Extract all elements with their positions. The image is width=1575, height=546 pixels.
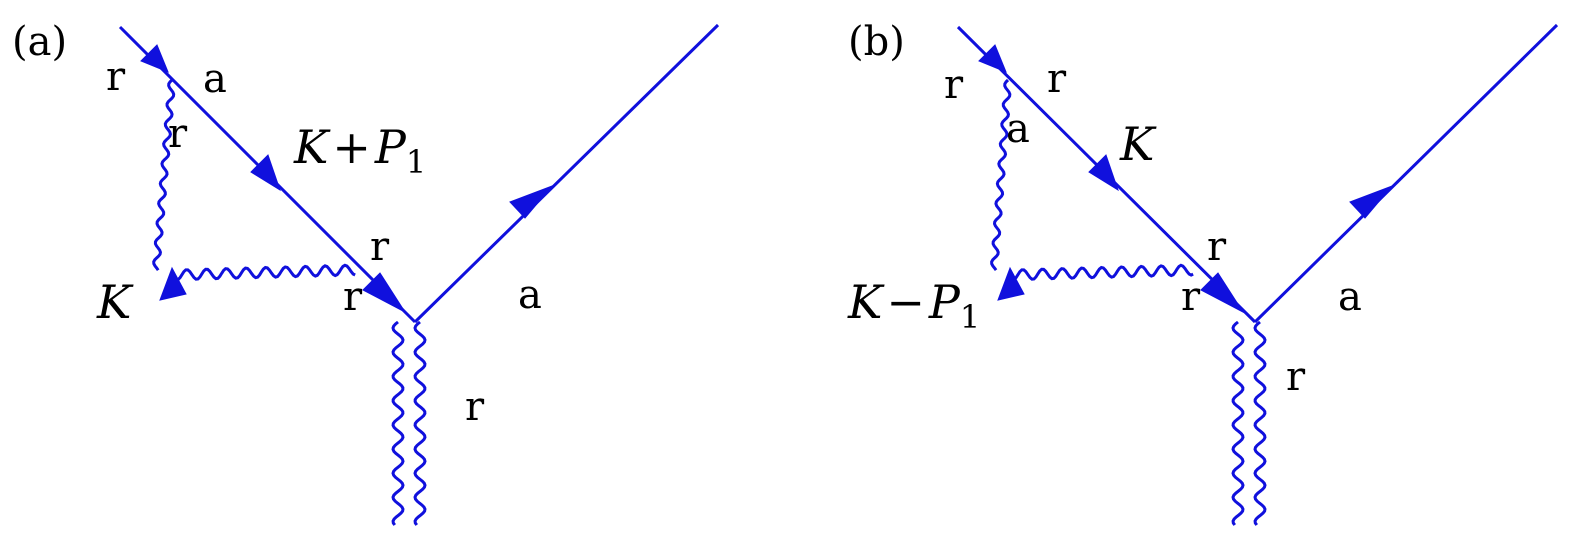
panel-b-momentum-line: K xyxy=(1119,117,1157,171)
panel-b-photon-horizontal xyxy=(1006,263,1194,282)
panel-b: (b) r r a K r r K−P1 a r xyxy=(847,19,1559,526)
panel-b-label-photon-right: a xyxy=(1338,274,1362,320)
panel-b-arrow-photon xyxy=(997,266,1025,301)
panel-b-label-mid-right: r xyxy=(1207,224,1227,270)
panel-a-arrow-top xyxy=(140,44,169,73)
panel-a-label-mid-right: r xyxy=(370,224,390,270)
panel-a-arrow-outgoing xyxy=(509,184,554,219)
panel-a-tag: (a) xyxy=(12,19,67,65)
panel-a-outgoing-fermion-line xyxy=(413,23,720,324)
panel-a-label-loop-inner: r xyxy=(168,111,188,157)
panel-b-photon-vertical xyxy=(990,78,1012,272)
panel-a-label-top-right: a xyxy=(203,56,227,102)
panel-b-arrow-top xyxy=(978,44,1007,73)
panel-b-momentum-loop: K−P1 xyxy=(847,275,980,336)
panel-b-arrow-mid xyxy=(1088,154,1119,192)
panel-a-arrow-mid xyxy=(250,154,281,192)
panel-b-graviton-left xyxy=(1231,320,1245,526)
panel-a-label-photon-right: a xyxy=(518,272,542,318)
panel-a-graviton-left xyxy=(391,320,405,526)
panel-a-arrow-bottom xyxy=(362,272,407,314)
panel-a: (a) r a r K+P1 r r K a r xyxy=(12,19,720,526)
panel-b-label-top-left: r xyxy=(944,62,964,108)
panel-b-graviton-right xyxy=(1253,320,1267,526)
panel-a-momentum-loop: K xyxy=(96,275,134,329)
panel-b-arrow-outgoing xyxy=(1349,184,1394,219)
panel-a-arrow-photon xyxy=(159,266,187,301)
panel-b-tag: (b) xyxy=(848,19,905,65)
panel-b-outgoing-fermion-line xyxy=(1253,23,1559,324)
panel-a-momentum-line: K+P1 xyxy=(293,120,426,181)
panel-a-photon-horizontal xyxy=(170,263,356,282)
panel-a-photon-vertical xyxy=(152,78,176,272)
panel-b-label-loop-inner: a xyxy=(1006,106,1030,152)
panel-a-label-graviton: r xyxy=(465,384,485,430)
panel-a-label-bottom-inner: r xyxy=(343,274,363,320)
panel-a-graviton-right xyxy=(413,320,427,526)
panel-b-label-bottom-inner: r xyxy=(1181,274,1201,320)
panel-b-arrow-bottom xyxy=(1200,272,1245,314)
panel-a-label-top-left: r xyxy=(106,54,126,100)
panel-b-label-top-right: r xyxy=(1047,56,1067,102)
panel-b-label-graviton: r xyxy=(1286,354,1306,400)
